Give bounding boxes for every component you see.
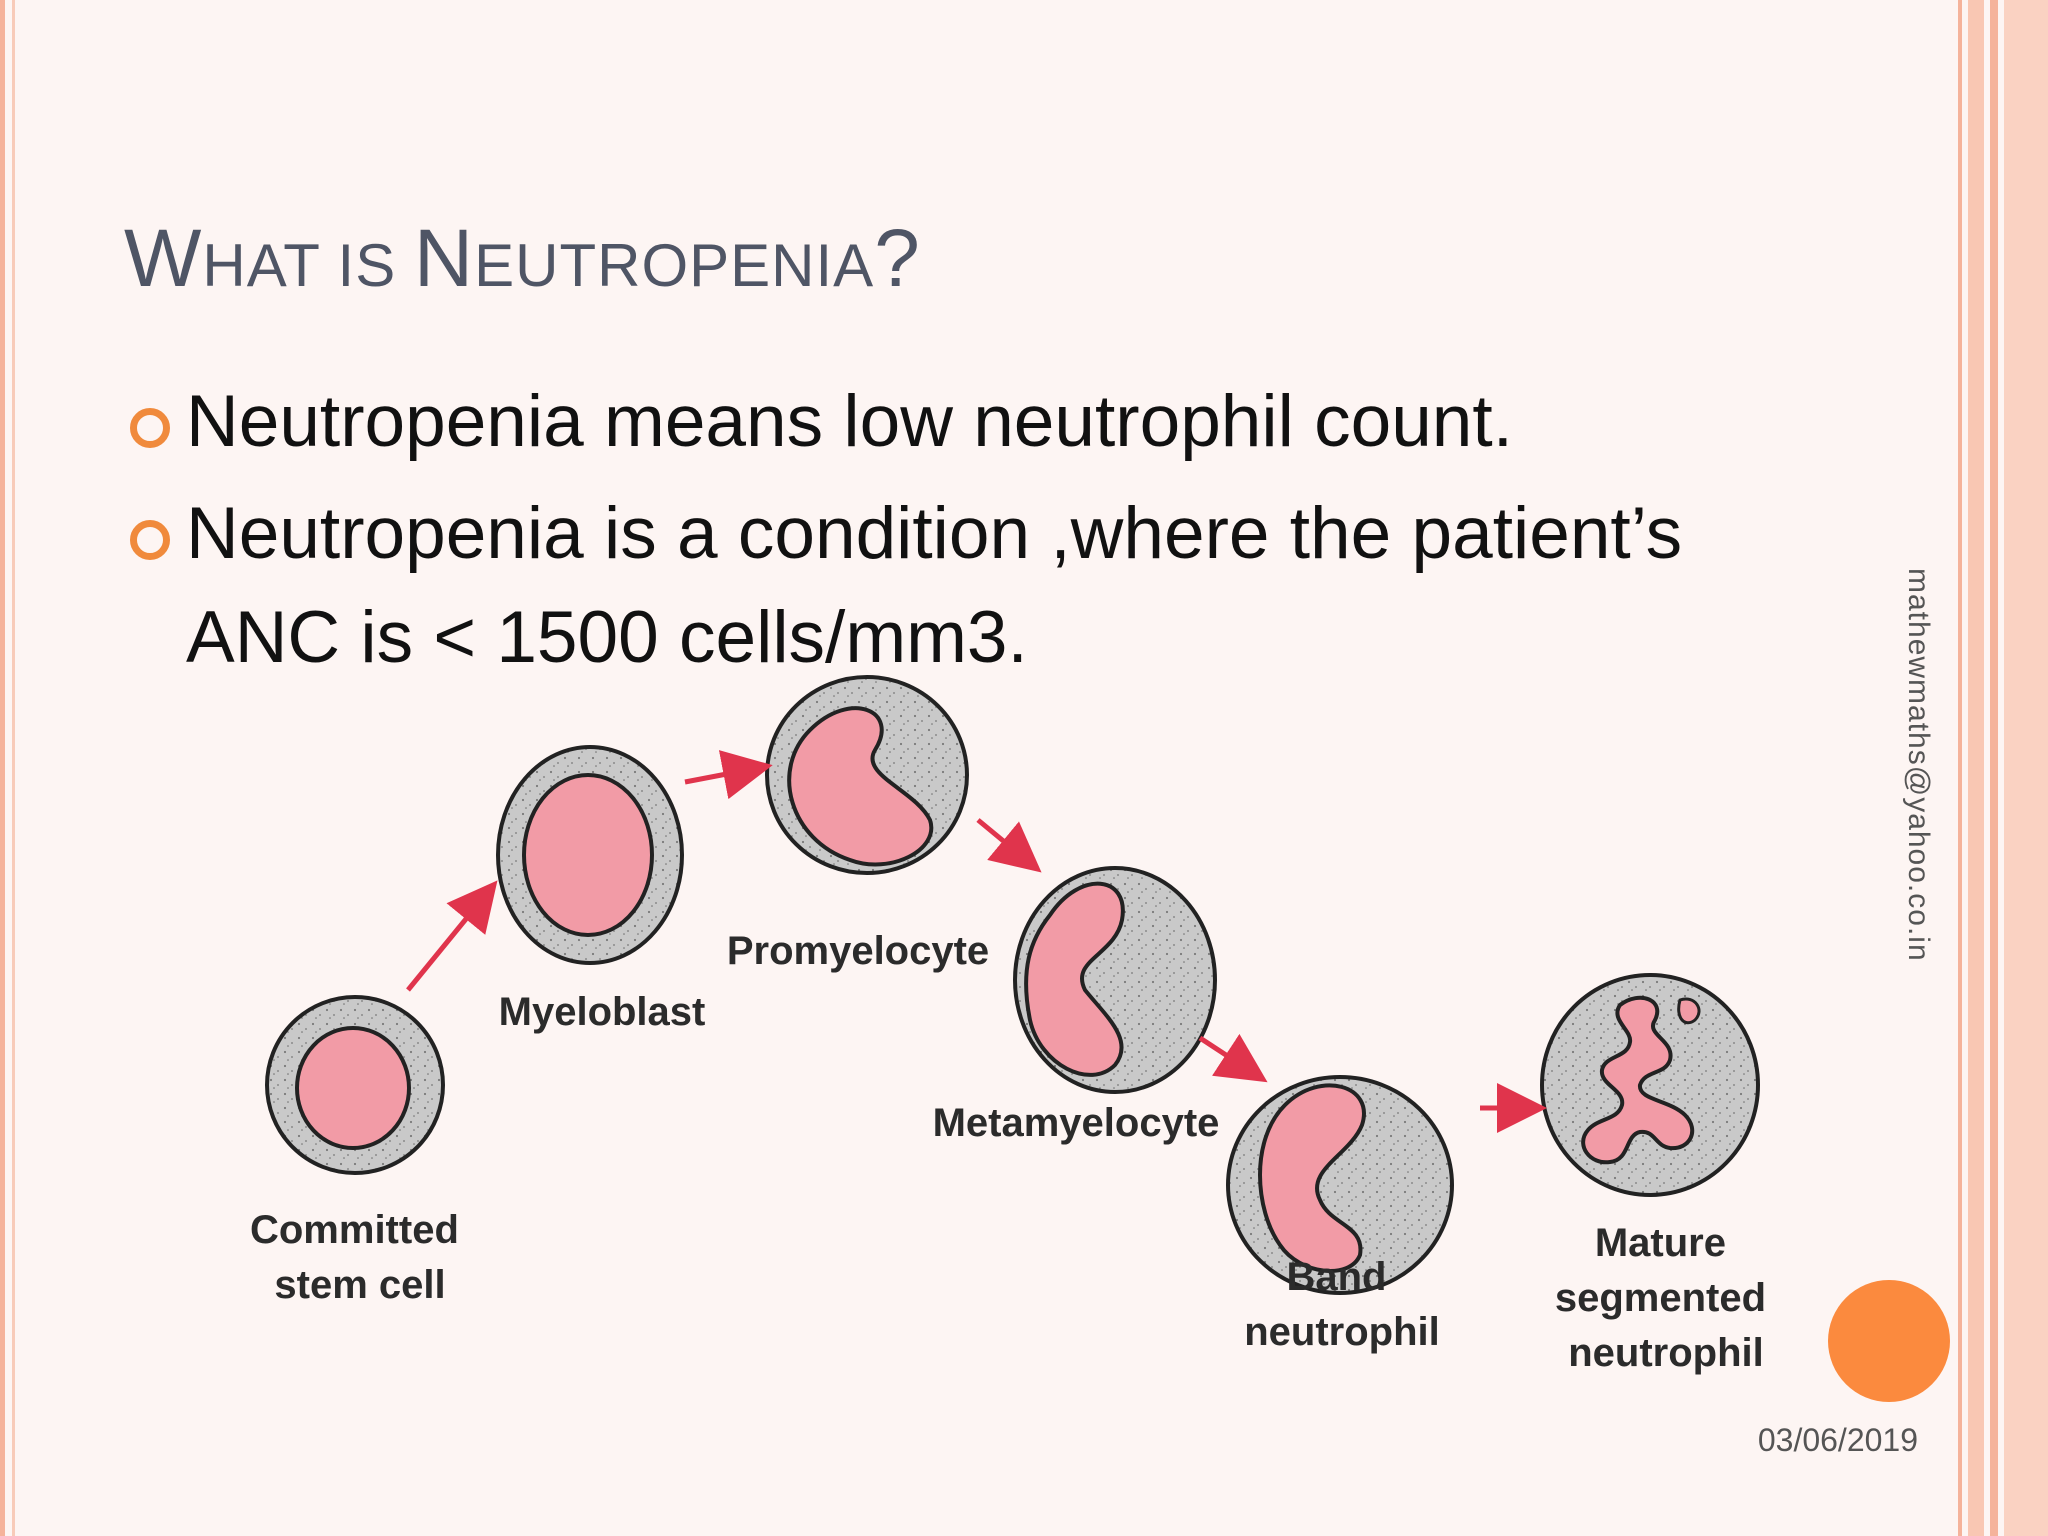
band-neutrophil-cell: [1226, 1075, 1454, 1295]
side-email-text: mathewmaths@yahoo.co.in: [1902, 568, 1935, 962]
promyelocyte-cell: [765, 675, 969, 875]
arrow-1: [406, 880, 498, 992]
myeloblast-cell: [496, 745, 684, 965]
label-promyelocyte: Promyelocyte: [727, 929, 989, 973]
right-border-stripe-1: [1958, 0, 1962, 1536]
bullet-list: Neutropenia means low neutrophil count. …: [130, 370, 1750, 698]
title-part-3: ?: [874, 213, 921, 304]
bullet-item: Neutropenia is a condition ,where the pa…: [130, 482, 1750, 690]
slide-title: WHAT IS NEUTROPENIA?: [124, 212, 921, 306]
label-metamyelocyte: Metamyelocyte: [933, 1101, 1220, 1145]
right-border-stripe-2: [1968, 0, 1984, 1536]
slide-date: 03/06/2019: [1757, 1422, 1918, 1458]
right-border-stripe-4: [2004, 0, 2048, 1536]
ring-bullet-icon: [130, 520, 170, 560]
left-border-stripe-inner: [12, 0, 15, 1536]
label-band-neutrophil: Band neutrophil: [1244, 1255, 1440, 1354]
decorative-orange-circle: [1828, 1280, 1950, 1402]
bullet-text: Neutropenia is a condition ,where the pa…: [186, 493, 1683, 678]
committed-stem-cell: [265, 995, 445, 1175]
bullet-text: Neutropenia means low neutrophil count.: [186, 381, 1513, 462]
mature-segmented-neutrophil-cell: [1540, 973, 1760, 1197]
label-myeloblast: Myeloblast: [499, 990, 706, 1034]
ring-bullet-icon: [130, 408, 170, 448]
title-part-1: WHAT IS: [124, 213, 414, 304]
left-border-stripe: [0, 0, 5, 1536]
arrow-4: [1198, 1033, 1268, 1083]
arrow-3: [976, 818, 1042, 873]
label-committed-stem-cell: Committed stem cell: [250, 1208, 470, 1307]
right-border-stripe-3: [1990, 0, 1998, 1536]
arrow-2: [684, 750, 773, 800]
neutrophil-maturation-diagram: Committed stem cell Myeloblast Promyeloc…: [250, 675, 1777, 1375]
title-part-2: NEUTROPENIA: [413, 213, 875, 304]
metamyelocyte-cell: [1013, 866, 1217, 1094]
bullet-item: Neutropenia means low neutrophil count.: [130, 370, 1750, 474]
label-mature-segmented-neutrophil: Mature segmented neutrophil: [1555, 1221, 1777, 1375]
